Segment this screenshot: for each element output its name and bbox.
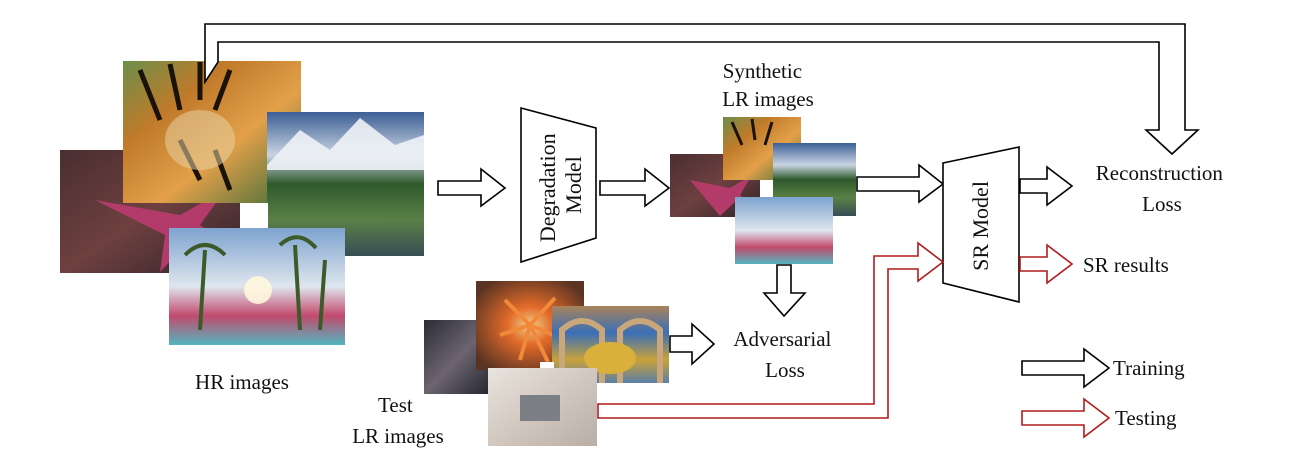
test-lr-cluster — [424, 281, 669, 446]
degradation-label-line1: Degradation — [535, 133, 560, 242]
anemone-tentacles — [499, 296, 566, 363]
test-label-line2: LR images — [352, 424, 444, 448]
legend-training-label: Training — [1113, 356, 1185, 380]
test-to-adversarial-arrow — [669, 322, 716, 366]
golden-dome — [584, 342, 636, 374]
reconstruction-loss-label: Reconstruction Loss — [1096, 161, 1228, 216]
palm-trees — [183, 235, 327, 331]
legend-testing-arrow — [1021, 397, 1111, 439]
test-lr-label: Test LR images — [352, 393, 444, 448]
degradation-label-line2: Model — [561, 156, 586, 213]
legend: Training Testing — [1021, 347, 1185, 439]
white-gap-hr — [240, 203, 268, 230]
synthetic-to-sr-arrow — [856, 163, 945, 204]
legend-testing-label: Testing — [1115, 406, 1177, 430]
sr-results-label: SR results — [1083, 253, 1169, 277]
synthetic-label-line1: Synthetic — [723, 59, 802, 83]
sun-glare — [244, 276, 272, 304]
sr-model-label: SR Model — [968, 181, 993, 271]
hr-images-cluster — [60, 61, 424, 345]
synthetic-tiger-stripes — [730, 118, 774, 146]
laptop-shape — [520, 395, 560, 421]
legend-training-arrow — [1021, 347, 1111, 389]
white-gap-synthetic — [760, 181, 773, 197]
synthetic-to-adversarial-arrow — [762, 264, 807, 318]
adversarial-label-line1: Adversarial — [733, 327, 831, 351]
synthetic-palm-photo — [735, 197, 833, 264]
tiger-stripes — [137, 62, 233, 191]
degradation-model-block — [520, 106, 597, 264]
degradation-model-label: Degradation Model — [535, 128, 586, 242]
starfish-shape — [95, 190, 240, 272]
synthetic-lr-cluster — [670, 117, 856, 264]
synthetic-starfish-shape — [690, 175, 758, 216]
sr-to-reconstruction-arrow — [1019, 165, 1074, 207]
synthetic-label-line2: LR images — [722, 87, 814, 111]
sr-model-block — [942, 146, 1020, 304]
sr-to-results-arrow — [1019, 243, 1074, 285]
adversarial-label-line2: Loss — [765, 358, 805, 382]
mosque-arches — [559, 318, 663, 383]
tiger-face — [165, 110, 235, 170]
test-to-sr-arrow — [597, 241, 945, 419]
reconstruction-label-line2: Loss — [1142, 192, 1182, 216]
hr-images-label: HR images — [195, 370, 289, 394]
synthetic-lr-label: Synthetic LR images — [722, 59, 814, 111]
adversarial-loss-label: Adversarial Loss — [733, 327, 836, 382]
hr-to-degradation-arrow — [437, 167, 507, 208]
reconstruction-feedback-arrow — [204, 23, 1201, 156]
test-label-line1: Test — [378, 393, 413, 417]
reconstruction-label-line1: Reconstruction — [1096, 161, 1224, 185]
degradation-to-synthetic-arrow — [599, 167, 671, 208]
mountain-peaks — [267, 118, 424, 170]
